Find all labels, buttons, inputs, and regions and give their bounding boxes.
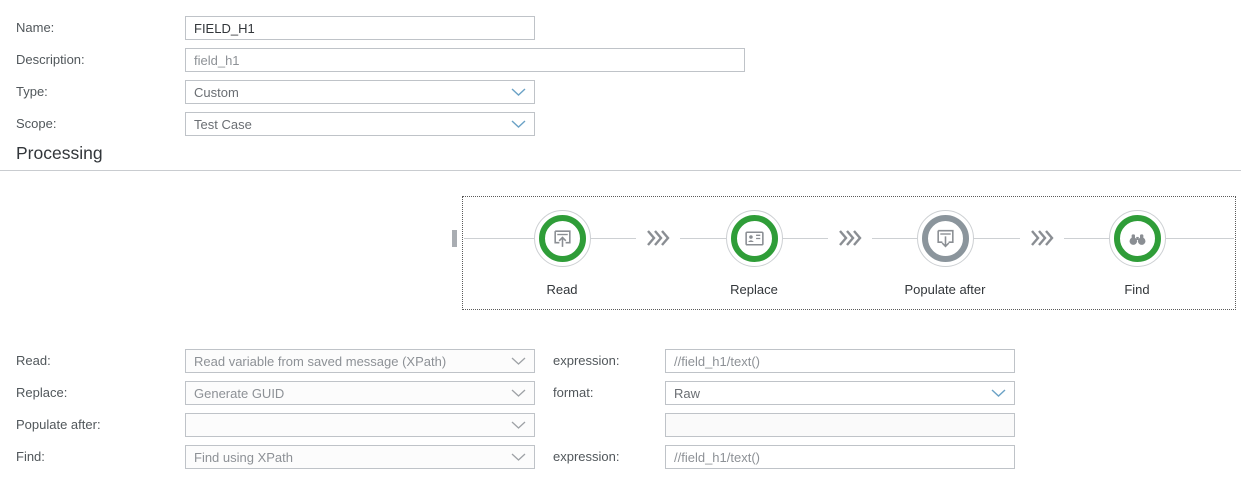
format-select-value: Raw [674,385,701,401]
replace-method-select: Generate GUID [185,381,535,405]
name-input[interactable] [185,16,535,40]
type-select-value: Custom [194,84,239,100]
find-method-select: Find using XPath [185,445,535,469]
replace-method-value: Generate GUID [194,385,285,401]
populate-after-row-label: Populate after: [16,417,101,432]
flow-chevrons-icon [1020,229,1064,247]
binoculars-icon [1129,234,1145,245]
find-expression-label: expression: [553,449,620,464]
read-expression-input [665,349,1015,373]
read-method-value: Read variable from saved message (XPath) [194,353,447,369]
name-label: Name: [16,20,55,35]
section-divider [0,170,1241,171]
chevron-down-icon [511,357,526,365]
upload-tray-icon [553,230,571,247]
description-input [185,48,745,72]
replace-row-label: Replace: [16,385,68,400]
download-tray-icon [936,229,954,248]
replace-format-label: format: [553,385,594,400]
chevron-down-icon [511,389,526,397]
flow-node-populate-after[interactable]: Populate after [880,210,1010,297]
find-row-label: Find: [16,449,45,464]
scope-select-value: Test Case [194,116,252,132]
description-label: Description: [16,52,85,67]
type-select[interactable]: Custom [185,80,535,104]
flow-node-find[interactable]: Find [1072,210,1202,297]
find-method-value: Find using XPath [194,449,294,465]
flow-node-read[interactable]: Read [497,210,627,297]
populate-after-value-input [665,413,1015,437]
read-row-label: Read: [16,353,51,368]
chevron-down-icon [511,421,526,429]
scope-select[interactable]: Test Case [185,112,535,136]
process-flow-panel: Read Replace [462,196,1236,310]
scope-label: Scope: [16,116,57,131]
chevron-down-icon [991,389,1006,397]
chevron-down-icon [511,453,526,461]
find-expression-input [665,445,1015,469]
flow-node-label: Find [1124,282,1150,297]
flow-chevrons-icon [828,229,872,247]
flow-node-replace[interactable]: Replace [689,210,819,297]
processing-section-title: Processing [16,143,103,163]
chevron-down-icon [511,88,526,96]
format-select[interactable]: Raw [665,381,1015,405]
flow-node-label: Read [546,282,578,297]
read-expression-label: expression: [553,353,620,368]
chevron-down-icon [511,120,526,128]
flow-chevrons-icon [636,229,680,247]
flow-node-label: Populate after [904,282,986,297]
contact-card-icon [744,231,764,246]
populate-after-method-select [185,413,535,437]
flow-scroll-left-handle[interactable] [452,230,457,247]
type-label: Type: [16,84,48,99]
flow-node-label: Replace [730,282,778,297]
read-method-select: Read variable from saved message (XPath) [185,349,535,373]
